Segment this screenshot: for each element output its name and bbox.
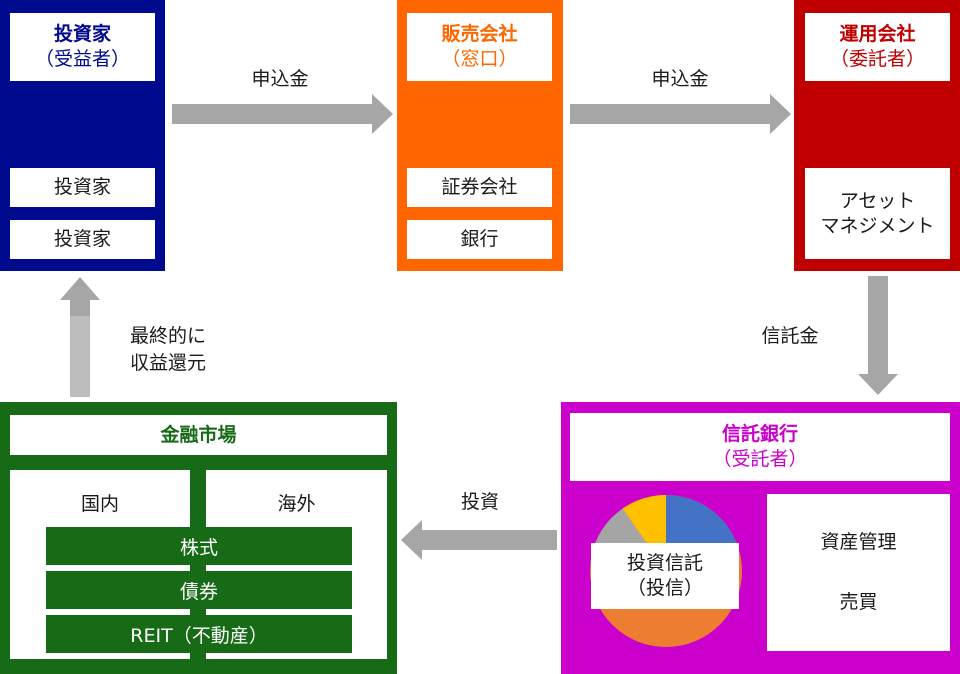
asset-management-label: 資産管理 <box>820 530 897 553</box>
flow-label-application-1: 申込金 <box>251 68 309 90</box>
distributor-item-label: 証券会社 <box>441 176 518 199</box>
arrow-up-icon <box>60 277 100 398</box>
distributor-title: 販売会社 <box>441 23 518 46</box>
trust-bank-subtitle: （受託者） <box>712 448 808 470</box>
manager-item-line1: アセット <box>839 189 916 212</box>
investor-item-label: 投資家 <box>53 228 111 251</box>
distributor-subtitle: （窓口） <box>441 48 518 70</box>
flow-label-returns-line1: 最終的に <box>129 325 206 347</box>
distributor-title-box: 販売会社 （窓口） <box>407 13 552 81</box>
flow-label-returns-line2: 収益還元 <box>129 351 206 374</box>
manager-item-line2: マネジメント <box>820 214 935 237</box>
investor-title: 投資家 <box>53 23 111 46</box>
manager-item: アセット マネジメント <box>805 168 950 259</box>
arrow-right-icon <box>172 94 393 134</box>
market-title: 金融市場 <box>160 423 237 446</box>
trust-duties-box: 資産管理 売買 <box>767 494 950 651</box>
flow-label-investment: 投資 <box>460 491 499 513</box>
fund-label-line1: 投資信託 <box>626 552 703 575</box>
flow-label-application-2: 申込金 <box>651 68 709 90</box>
manager-title: 運用会社 <box>839 23 916 46</box>
asset-reit: REIT（不動産） <box>46 615 352 653</box>
asset-bonds: 債券 <box>46 571 352 609</box>
overseas-label: 海外 <box>277 493 316 515</box>
investor-item-1: 投資家 <box>10 168 155 207</box>
manager-title-box: 運用会社 （委託者） <box>805 13 950 81</box>
distributor-item-2: 銀行 <box>407 220 552 259</box>
investor-item-2: 投資家 <box>10 220 155 259</box>
arrow-right-icon <box>570 94 791 134</box>
trust-bank-title-box: 信託銀行 （受託者） <box>570 413 950 481</box>
domestic-label: 国内 <box>80 493 119 515</box>
flow-label-returns: 最終的に 収益還元 <box>108 323 228 376</box>
distributor-item-1: 証券会社 <box>407 168 552 207</box>
trust-bank-title: 信託銀行 <box>721 423 798 446</box>
fund-label-box: 投資信託 （投信） <box>591 543 739 609</box>
arrow-left-icon <box>401 520 557 560</box>
asset-stocks: 株式 <box>46 527 352 565</box>
trading-label: 売買 <box>839 591 878 614</box>
arrow-down-icon <box>858 276 898 395</box>
manager-subtitle: （委託者） <box>829 48 925 70</box>
flow-label-trust-money: 信託金 <box>761 325 819 347</box>
investor-title-box: 投資家 （受益者） <box>10 13 155 81</box>
investor-subtitle: （受益者） <box>34 48 130 70</box>
fund-label-line2: （投信） <box>626 577 703 599</box>
investor-item-label: 投資家 <box>53 176 111 199</box>
market-title-box: 金融市場 <box>10 415 387 455</box>
distributor-item-label: 銀行 <box>460 228 499 251</box>
